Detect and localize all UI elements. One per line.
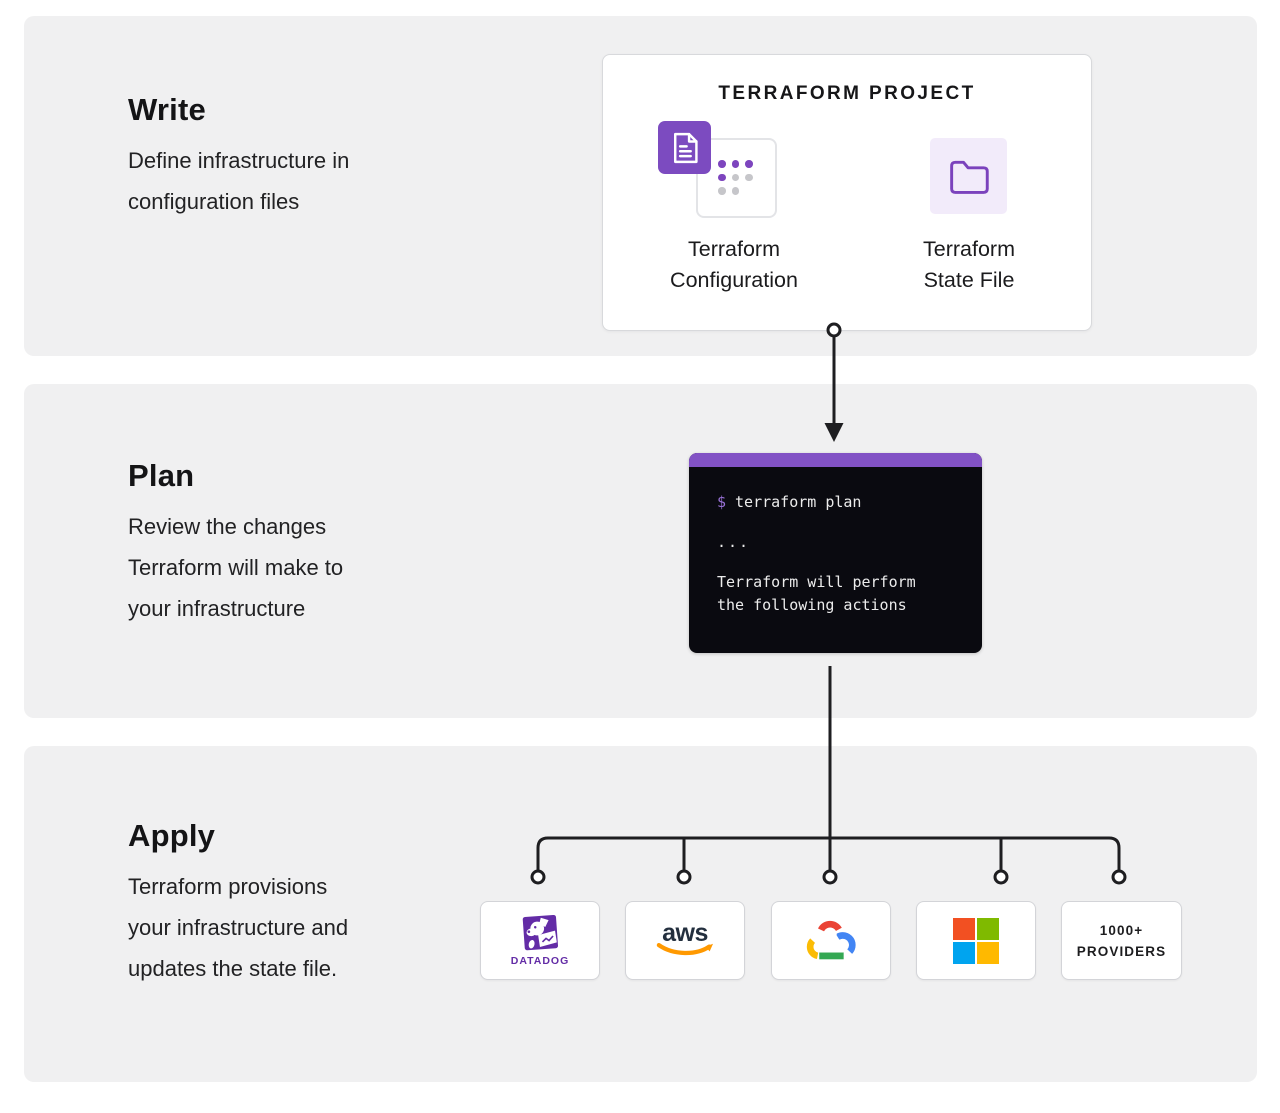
microsoft-square-green [977, 917, 999, 940]
dot [718, 160, 726, 168]
state-file-tile [930, 138, 1007, 214]
apply-description: Terraform provisions your infrastructure… [128, 866, 348, 989]
count-line: 1000+ [1099, 922, 1144, 938]
terminal-command: terraform plan [735, 493, 862, 511]
microsoft-square-yellow [977, 941, 999, 964]
dot [718, 173, 726, 181]
providers-count-label: 1000+ PROVIDERS [1077, 920, 1166, 962]
count-line: PROVIDERS [1076, 943, 1167, 959]
plan-description: Review the changes Terraform will make t… [128, 506, 343, 629]
label-line: Configuration [670, 268, 798, 292]
provider-card-more-providers: 1000+ PROVIDERS [1061, 901, 1182, 980]
terminal-prompt: $ [717, 493, 727, 511]
terminal-titlebar [689, 453, 982, 467]
terminal-output-line: Terraform will perform [717, 573, 916, 591]
dots-grid-icon [718, 160, 753, 195]
terminal-window: $ terraform plan ... Terraform will perfo… [689, 453, 982, 653]
terraform-configuration-label: Terraform Configuration [629, 234, 839, 296]
plan-description-line: your infrastructure [128, 596, 306, 621]
datadog-logo [522, 914, 559, 950]
provider-card-datadog: DATADOG [480, 901, 600, 980]
section-plan: Plan Review the changes Terraform will m… [24, 384, 1257, 718]
terminal-output: Terraform will perform the following act… [717, 571, 972, 617]
plan-description-line: Review the changes [128, 514, 327, 539]
configuration-file-tile [658, 121, 711, 174]
datadog-label: DATADOG [510, 954, 570, 967]
terminal-output-line: the following actions [717, 596, 907, 614]
write-description-line: Define infrastructure in [128, 148, 350, 173]
document-icon [673, 132, 698, 163]
aws-logo: aws [662, 918, 708, 947]
plan-description-line: Terraform will make to [128, 555, 344, 580]
dot [731, 173, 739, 181]
apply-title: Apply [128, 818, 216, 853]
microsoft-square-blue [953, 941, 975, 964]
apply-description-line: your infrastructure and [128, 915, 349, 940]
google-cloud-logo [806, 920, 856, 960]
dot [745, 173, 753, 181]
label-line: State File [923, 268, 1015, 292]
write-title: Write [128, 92, 206, 127]
dot [745, 187, 753, 195]
terraform-state-file-label: Terraform State File [864, 234, 1074, 296]
write-description: Define infrastructure in configuration f… [128, 140, 349, 222]
aws-smile-icon [656, 942, 714, 955]
terminal-command-line: $ terraform plan [717, 493, 972, 511]
terminal-ellipsis: ... [717, 533, 751, 551]
provider-card-microsoft [916, 901, 1036, 980]
provider-card-aws: aws [625, 901, 745, 980]
terraform-project-card: TERRAFORM PROJECT [602, 54, 1092, 331]
label-line: Terraform [688, 237, 780, 261]
provider-card-google-cloud [771, 901, 891, 980]
dot [745, 160, 753, 168]
dot [718, 187, 726, 195]
microsoft-square-red [953, 917, 975, 940]
folder-icon [949, 160, 989, 194]
apply-description-line: Terraform provisions [128, 874, 328, 899]
terraform-project-title: TERRAFORM PROJECT [718, 83, 976, 104]
terminal-body: $ terraform plan ... Terraform will perfo… [689, 467, 982, 617]
plan-title: Plan [128, 458, 195, 493]
dot [731, 160, 739, 168]
label-line: Terraform [923, 237, 1015, 261]
apply-description-line: updates the state file. [128, 956, 338, 981]
dot [731, 187, 739, 195]
write-description-line: configuration files [128, 189, 300, 214]
microsoft-logo [953, 917, 999, 964]
